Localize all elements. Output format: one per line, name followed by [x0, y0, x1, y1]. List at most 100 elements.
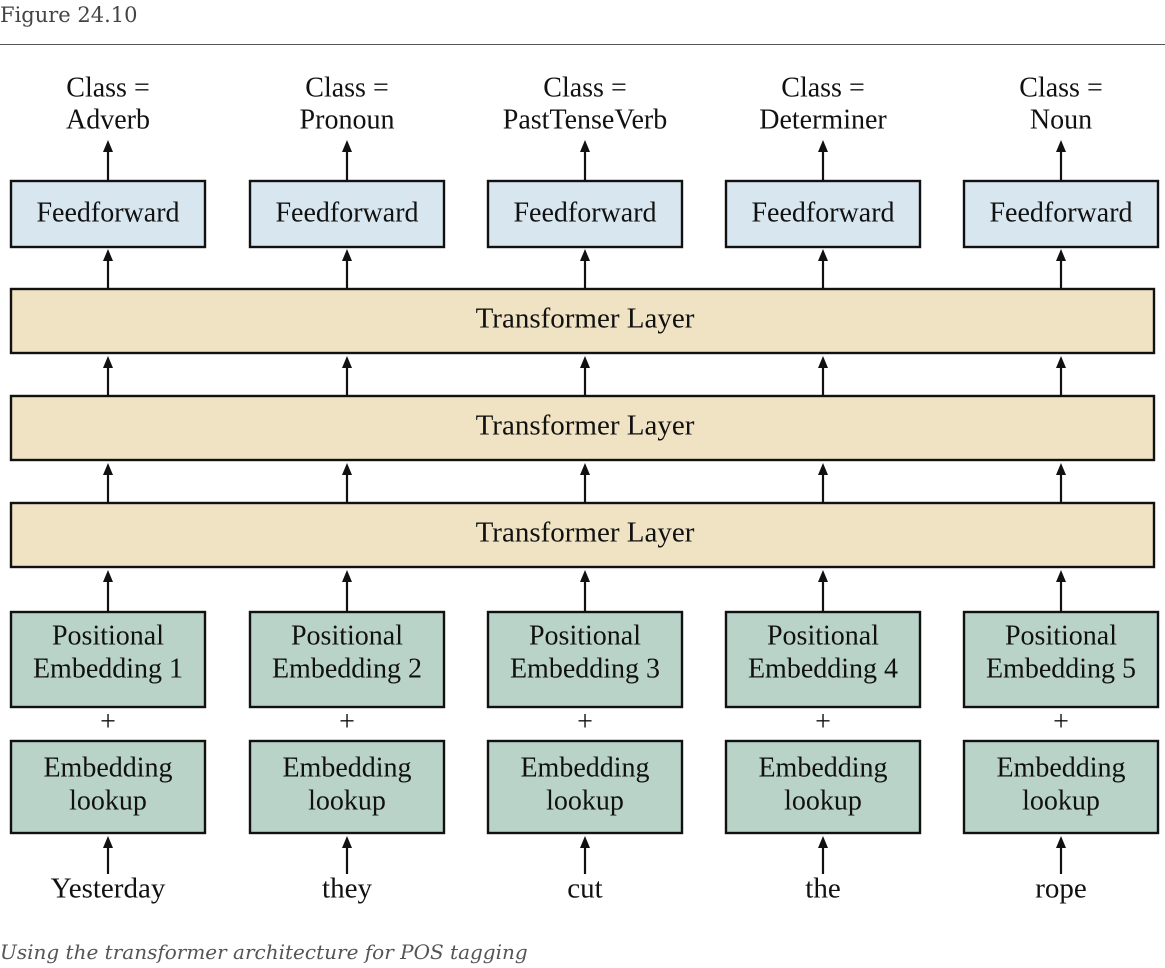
transformer-layer-label: Transformer Layer: [476, 410, 695, 442]
class-label-value: Pronoun: [300, 104, 395, 135]
arrow-layer3-to-layer2-head: [580, 463, 590, 475]
transformer-layer-label: Transformer Layer: [476, 303, 695, 335]
token-column-1: Class =AdverbFeedforwardPositionalEmbedd…: [9, 72, 207, 905]
positional-embedding-label-line1: Positional: [52, 620, 164, 651]
arrow-layer2-to-layer1-head: [1056, 356, 1066, 368]
embedding-lookup-box: [962, 739, 1160, 835]
arrow-embedding-to-layer3-head: [818, 570, 828, 582]
input-word: rope: [1035, 873, 1087, 905]
feedforward-label: Feedforward: [36, 197, 179, 228]
arrow-layer3-to-layer2-head: [818, 463, 828, 475]
plus-sign: +: [815, 706, 831, 737]
feedforward-box: [724, 179, 922, 249]
transformer-layer-box: [9, 287, 1156, 355]
class-label-value: PastTenseVerb: [503, 104, 667, 135]
input-word-arrow-head: [342, 836, 352, 848]
transformer-layer-3: Transformer Layer: [9, 501, 1156, 569]
class-label-value: Adverb: [66, 104, 150, 135]
feedforward-label: Feedforward: [275, 197, 418, 228]
class-label-line1: Class =: [66, 72, 149, 103]
positional-embedding-box: [486, 610, 684, 709]
class-label-line1: Class =: [781, 72, 864, 103]
embedding-lookup-label-line1: Embedding: [996, 752, 1125, 783]
input-word-arrow-head: [580, 836, 590, 848]
token-column-3: Class =PastTenseVerbFeedforwardPositiona…: [486, 72, 684, 905]
arrow-layer2-to-layer1-head: [580, 356, 590, 368]
positional-embedding-label-line2: Embedding 4: [748, 653, 898, 684]
plus-sign: +: [339, 706, 355, 737]
token-column-5: Class =NounFeedforwardPositionalEmbeddin…: [962, 72, 1160, 905]
embedding-lookup-label-line1: Embedding: [758, 752, 887, 783]
feedforward-label: Feedforward: [751, 197, 894, 228]
token-columns-group: Class =AdverbFeedforwardPositionalEmbedd…: [9, 72, 1160, 905]
arrow-embedding-to-layer3-head: [1056, 570, 1066, 582]
arrow-embedding-to-layer3-head: [580, 570, 590, 582]
arrow-to-feedforward-head: [818, 249, 828, 261]
positional-embedding-label-line2: Embedding 3: [510, 653, 660, 684]
positional-embedding-box: [248, 610, 446, 709]
arrow-to-feedforward-head: [1056, 249, 1066, 261]
arrow-layer2-to-layer1-head: [103, 356, 113, 368]
arrow-layer2-to-layer1-head: [818, 356, 828, 368]
positional-embedding-label-line1: Positional: [529, 620, 641, 651]
arrow-to-feedforward-head: [580, 249, 590, 261]
transformer-layer-2: Transformer Layer: [9, 394, 1156, 462]
embedding-lookup-label-line2: lookup: [308, 785, 386, 816]
embedding-lookup-label-line1: Embedding: [520, 752, 649, 783]
input-word: the: [805, 873, 840, 905]
plus-sign: +: [1053, 706, 1069, 737]
arrow-embedding-to-layer3-head: [342, 570, 352, 582]
class-label-value: Noun: [1030, 104, 1092, 135]
class-output-arrow-head: [818, 140, 828, 152]
transformer-layer-label: Transformer Layer: [476, 517, 695, 549]
embedding-lookup-box: [486, 739, 684, 835]
embedding-lookup-box: [724, 739, 922, 835]
input-word: Yesterday: [51, 873, 166, 905]
positional-embedding-box: [9, 610, 207, 709]
arrow-embedding-to-layer3-head: [103, 570, 113, 582]
embedding-lookup-label-line2: lookup: [784, 785, 862, 816]
arrow-layer2-to-layer1-head: [342, 356, 352, 368]
class-output-arrow-head: [342, 140, 352, 152]
embedding-lookup-label-line2: lookup: [546, 785, 624, 816]
positional-embedding-label-line1: Positional: [1005, 620, 1117, 651]
input-word-arrow-head: [103, 836, 113, 848]
plus-sign: +: [577, 706, 593, 737]
embedding-lookup-box: [9, 739, 207, 835]
positional-embedding-label-line1: Positional: [291, 620, 403, 651]
feedforward-box: [486, 179, 684, 249]
feedforward-label: Feedforward: [513, 197, 656, 228]
embedding-lookup-label-line2: lookup: [1022, 785, 1100, 816]
embedding-lookup-label-line2: lookup: [69, 785, 147, 816]
transformer-layer-box: [9, 501, 1156, 569]
positional-embedding-box: [962, 610, 1160, 709]
feedforward-box: [248, 179, 446, 249]
positional-embedding-label-line2: Embedding 5: [986, 653, 1136, 684]
class-output-arrow-head: [103, 140, 113, 152]
embedding-lookup-box: [248, 739, 446, 835]
token-column-2: Class =PronounFeedforwardPositionalEmbed…: [248, 72, 446, 905]
class-label-line1: Class =: [305, 72, 388, 103]
positional-embedding-label-line2: Embedding 2: [272, 653, 422, 684]
arrow-layer3-to-layer2-head: [1056, 463, 1066, 475]
figure-caption: Using the transformer architecture for P…: [0, 940, 528, 964]
plus-sign: +: [100, 706, 116, 737]
input-word-arrow-head: [818, 836, 828, 848]
class-label-value: Determiner: [759, 104, 887, 135]
input-word: cut: [567, 873, 602, 905]
title-divider: [0, 44, 1165, 45]
class-label-line1: Class =: [543, 72, 626, 103]
transformer-layer-1: Transformer Layer: [9, 287, 1156, 355]
embedding-lookup-label-line1: Embedding: [43, 752, 172, 783]
input-word-arrow-head: [1056, 836, 1066, 848]
positional-embedding-label-line2: Embedding 1: [33, 653, 183, 684]
token-column-4: Class =DeterminerFeedforwardPositionalEm…: [724, 72, 922, 905]
feedforward-box: [962, 179, 1160, 249]
positional-embedding-box: [724, 610, 922, 709]
arrow-to-feedforward-head: [103, 249, 113, 261]
arrow-to-feedforward-head: [342, 249, 352, 261]
input-word: they: [322, 873, 372, 905]
transformer-layer-box: [9, 394, 1156, 462]
